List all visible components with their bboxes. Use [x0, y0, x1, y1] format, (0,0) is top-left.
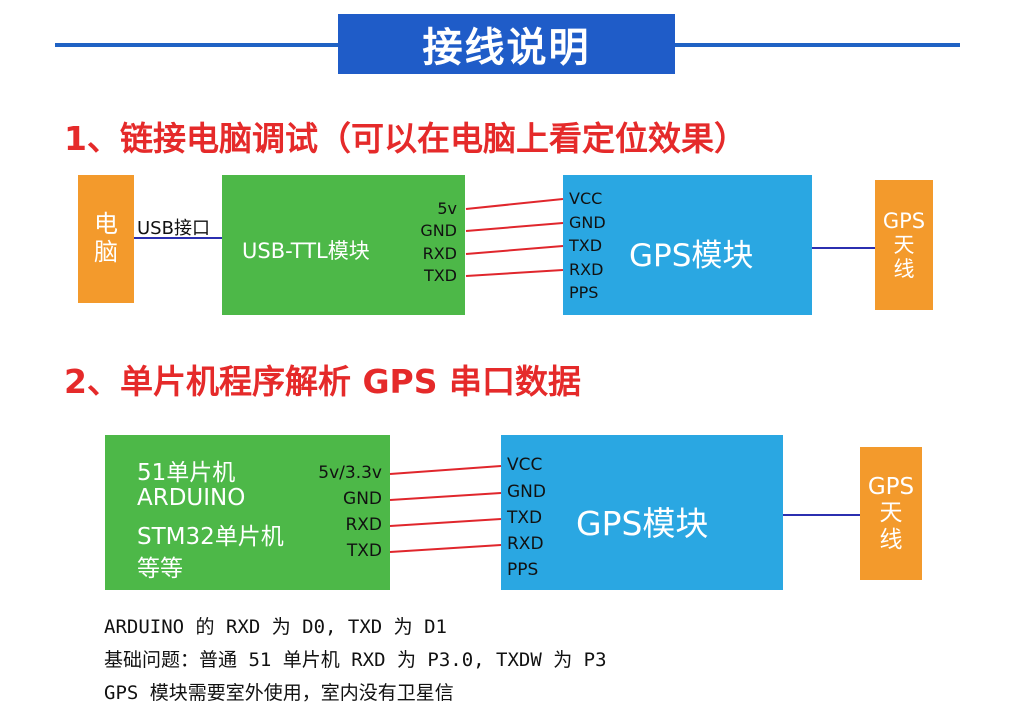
note-line-2: 基础问题：普通 51 单片机 RXD 为 P3.0, TXDW 为 P3: [104, 649, 607, 671]
mcu-line-3: STM32单片机: [137, 524, 284, 550]
note-line-3: GPS 模块需要室外使用，室内没有卫星信: [104, 682, 454, 704]
antenna1-label: GPS 天 线: [882, 208, 926, 282]
gps2-label: GPS模块: [576, 504, 709, 543]
wire2-5v-vcc: [389, 465, 502, 475]
header-line-left: [55, 43, 340, 47]
wire2-rxd-txd: [389, 518, 502, 527]
gps1-pin-rxd: RXD: [569, 260, 604, 279]
gps-antenna-1: GPS 天 线: [875, 180, 933, 310]
mcu-line-2: ARDUINO: [137, 485, 246, 511]
gps2-pin-vcc: VCC: [507, 455, 543, 475]
mcu-box: 51单片机 ARDUINO STM32单片机 等等 5v/3.3v GND RX…: [105, 435, 390, 590]
usb-ttl-label: USB-TTL模块: [242, 239, 370, 263]
computer-label: 电 脑: [94, 210, 118, 266]
gps1-pin-txd: TXD: [569, 236, 603, 255]
wire1-txd-rxd: [465, 269, 564, 277]
gps-antenna-2: GPS 天 线: [860, 447, 922, 580]
gps1-pin-vcc: VCC: [569, 189, 603, 208]
mcu-pin-rxd: RXD: [345, 515, 382, 535]
wire1-gnd-gnd: [465, 222, 564, 232]
ttl-pin-gnd: GND: [420, 221, 457, 240]
gps1-pin-pps: PPS: [569, 283, 599, 302]
page-title: 接线说明: [338, 14, 675, 74]
mcu-pin-txd: TXD: [346, 541, 382, 561]
gps-module-1: VCC GND TXD RXD PPS GPS模块: [563, 175, 812, 315]
gps-module-2: VCC GND TXD RXD PPS GPS模块: [501, 435, 783, 590]
ttl-pin-txd: TXD: [423, 266, 457, 285]
wire1-rxd-txd: [465, 245, 564, 255]
gps2-pin-txd: TXD: [507, 508, 543, 528]
antenna2-label: GPS 天 线: [867, 473, 915, 553]
section1-title: 1、链接电脑调试（可以在电脑上看定位效果）: [64, 119, 747, 158]
computer-box: 电 脑: [78, 175, 134, 303]
mcu-line-4: 等等: [137, 556, 183, 582]
gps2-pin-rxd: RXD: [507, 534, 544, 554]
usb-label: USB接口: [137, 218, 210, 239]
page-title-text: 接线说明: [422, 25, 591, 71]
gps1-pin-gnd: GND: [569, 213, 606, 232]
section2-title: 2、单片机程序解析 GPS 串口数据: [64, 362, 581, 401]
wire2-gnd-gnd: [389, 492, 502, 501]
mcu-line-1: 51单片机: [137, 460, 236, 486]
gps1-label: GPS模块: [629, 238, 754, 274]
note-line-1: ARDUINO 的 RXD 为 D0, TXD 为 D1: [104, 616, 447, 638]
mcu-pin-5v: 5v/3.3v: [318, 463, 382, 483]
gps2-pin-gnd: GND: [507, 482, 546, 502]
ttl-pin-rxd: RXD: [422, 244, 457, 263]
mcu-pin-gnd: GND: [343, 489, 382, 509]
ttl-pin-5v: 5v: [437, 199, 457, 218]
wire2-txd-rxd: [389, 544, 502, 553]
header-line-right: [675, 43, 960, 47]
gps2-pin-pps: PPS: [507, 560, 539, 580]
usb-ttl-module: USB-TTL模块 5v GND RXD TXD: [222, 175, 465, 315]
wire1-5v-vcc: [465, 198, 564, 210]
